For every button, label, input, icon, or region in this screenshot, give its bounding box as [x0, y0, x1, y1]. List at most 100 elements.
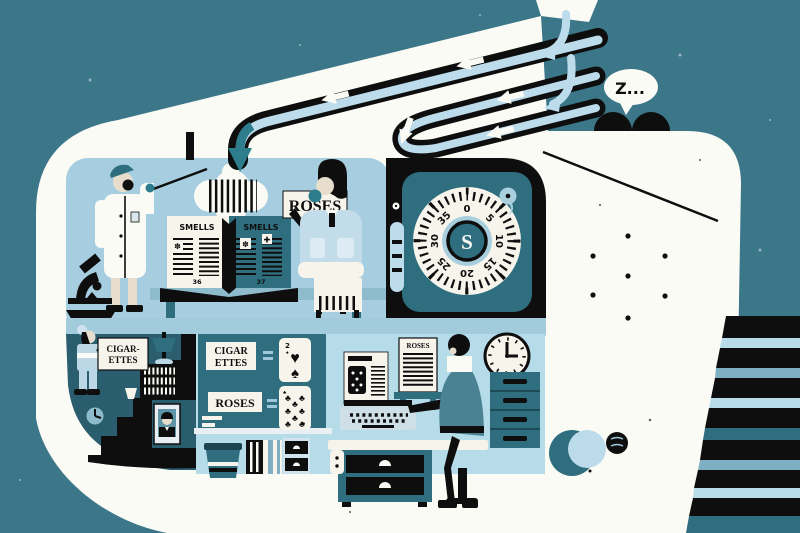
cap: [110, 164, 134, 178]
smelling-woman-figure: [289, 159, 364, 319]
svg-text:ETTES: ETTES: [215, 358, 248, 369]
book-right-title: SMELLS: [243, 223, 278, 232]
sleeper: Z...: [594, 69, 670, 131]
small-drawer-unit: [283, 438, 310, 474]
desk: [328, 440, 488, 507]
svg-text:♣: ♣: [299, 406, 305, 416]
svg-text:30: 30: [430, 234, 441, 248]
roses-board-sign: [208, 392, 262, 412]
room-entry-arrow: [228, 122, 255, 172]
scientist-figure: [95, 164, 208, 312]
drawer-handle: [379, 482, 391, 488]
smells-book: SMELLS SMELLS ✽ ✽ ✚ 36 37: [160, 216, 298, 302]
svg-text:CIGAR: CIGAR: [214, 346, 248, 357]
dial-long-ticks: [413, 187, 521, 295]
svg-text:♣: ♣: [299, 419, 305, 429]
smell-pipes: [228, 10, 608, 172]
flower-icon: ✽: [242, 240, 249, 249]
keyhole-icon: [499, 187, 517, 215]
drawer-handle: [379, 460, 391, 466]
striped-awning: [686, 316, 800, 533]
dial-center-label: S: [461, 230, 473, 254]
svg-text:♣: ♣: [285, 419, 291, 429]
shoe: [87, 389, 100, 395]
svg-text:ROSES: ROSES: [215, 396, 255, 410]
face: [316, 177, 334, 195]
wastebasket-icon: [204, 443, 242, 478]
typewriter-icon: [340, 400, 416, 430]
badge: [130, 211, 140, 223]
svg-text:♣: ♣: [292, 399, 298, 409]
shoe: [438, 500, 457, 508]
belt: [440, 426, 484, 433]
svg-text:0: 0: [464, 204, 471, 215]
tie: [329, 213, 335, 227]
glasses-icon: [122, 179, 134, 191]
microscope-icon: [66, 253, 116, 320]
paper-stack-label: ROSES: [407, 342, 430, 350]
upper-room: SMELLS SMELLS ✽ ✽ ✚ 36 37: [66, 159, 388, 320]
playing-card-clubs: ♣ ♣♣ ♣ ♣♣ ♣ ♣♣ ♣: [279, 386, 311, 430]
svg-text:2: 2: [285, 342, 290, 350]
svg-text:♣: ♣: [283, 391, 287, 396]
spade-pip-icon: ♠: [291, 366, 299, 382]
cigarettes-sign: [206, 342, 256, 370]
flower-icon: ✽: [174, 242, 181, 251]
book-left-page-number: 36: [192, 278, 202, 286]
lap: [298, 262, 364, 278]
pinned-paper: [343, 351, 389, 405]
lid-crease-line: [542, 150, 719, 223]
svg-text:CIGAR-: CIGAR-: [107, 344, 140, 354]
wall-clock-icon: [483, 332, 531, 380]
sleeper-head-bump: [632, 112, 670, 131]
speaker-dots: [590, 233, 668, 321]
cigarettes-carry-sign: CIGAR- ETTES: [97, 337, 149, 371]
svg-text:♣: ♣: [301, 420, 305, 425]
chalk-shelf: [194, 428, 332, 434]
hand: [145, 183, 155, 193]
smell-ball: [308, 189, 322, 203]
sleeper-head-bump: [594, 112, 632, 131]
cross-icon: ✚: [264, 236, 271, 245]
cup: [125, 388, 137, 399]
svg-text:20: 20: [460, 267, 474, 278]
svg-text:♣: ♣: [292, 413, 298, 423]
chalk-mark: [202, 416, 222, 420]
arm: [408, 398, 448, 413]
blackboard: CIGAR ETTES 2 ♠ ♥ ♠ ROSES ♣ ♣♣ ♣ ♣♣ ♣ ♣♣: [194, 334, 332, 434]
book-left-title: SMELLS: [179, 223, 214, 232]
entry-curves: [540, 10, 576, 112]
chalk-mark: [202, 423, 215, 427]
combination-dial: 0 5 10 15 20 25 30 35 S: [413, 187, 521, 295]
dress: [439, 368, 484, 436]
leg: [444, 436, 460, 502]
book-right-page-number: 37: [256, 278, 265, 286]
shoe: [126, 305, 143, 312]
svg-text:♣: ♣: [299, 393, 305, 403]
svg-text:10: 10: [493, 234, 504, 248]
basement: CIGAR- ETTES: [66, 325, 196, 470]
lower-room: CIGAR ETTES 2 ♠ ♥ ♠ ROSES ♣ ♣♣ ♣ ♣♣ ♣ ♣♣: [194, 332, 545, 508]
floor-divider: [66, 318, 546, 336]
dial-ticks: [417, 191, 517, 291]
speech-bubble: Z...: [604, 69, 658, 115]
portrait-frame: [153, 403, 181, 445]
shoe: [462, 500, 478, 508]
lamp-icon: [152, 332, 176, 366]
striped-cabinet: [246, 440, 282, 474]
svg-text:♣: ♣: [285, 406, 291, 416]
crate-icon: [140, 364, 178, 398]
playing-card-hearts: 2 ♠ ♥ ♠: [279, 338, 311, 382]
filing-cabinet: [490, 372, 540, 448]
sleep-text: Z...: [615, 79, 645, 98]
shoe: [74, 389, 87, 395]
spade-pip-icon: ♠: [286, 351, 289, 356]
heart-pip-icon: ♥: [290, 350, 300, 367]
snail-figure: [549, 430, 628, 476]
safe-room: 0 5 10 15 20 25 30 35 S: [386, 158, 546, 326]
paper-stack: ROSES: [394, 337, 442, 410]
svg-text:♣: ♣: [285, 393, 291, 403]
power-outlet-icon: [330, 450, 344, 474]
